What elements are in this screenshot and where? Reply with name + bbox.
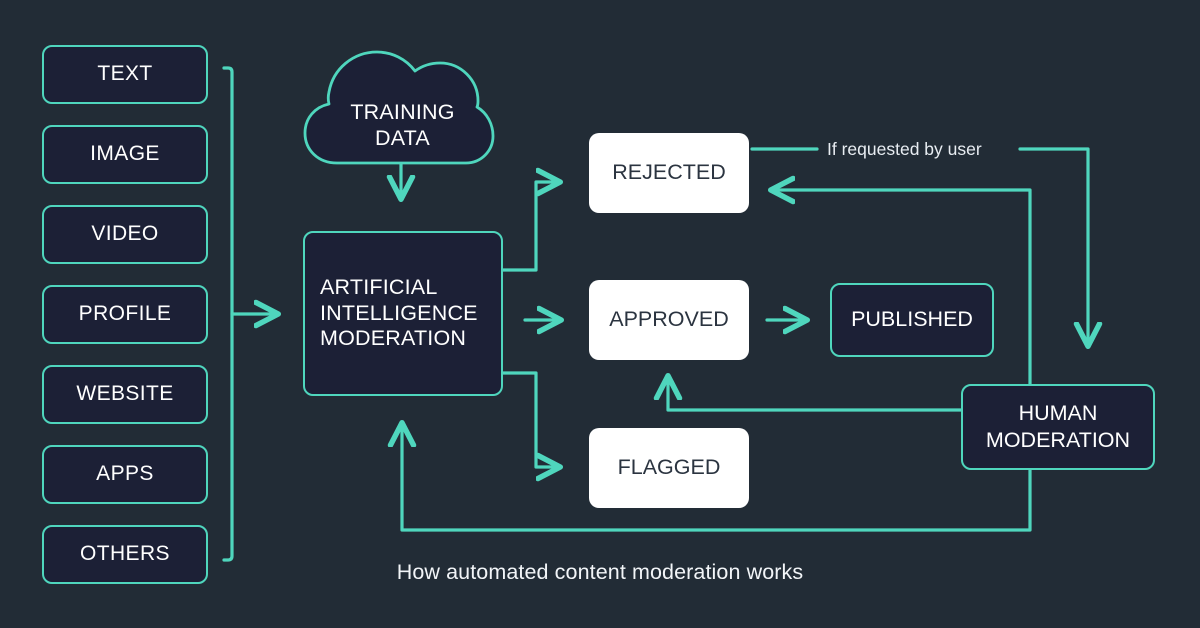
ai-moderation-line3: MODERATION (320, 326, 467, 351)
wire-ai-to-flagged (501, 371, 559, 467)
input-label: WEBSITE (76, 382, 174, 406)
input-label: PROFILE (78, 302, 172, 326)
training-data-line1: TRAINING (350, 100, 455, 124)
ai-moderation-line1: ARTIFICIAL (320, 275, 438, 300)
inputs-bracket-wire (222, 66, 277, 562)
input-box-profile[interactable]: PROFILE (42, 285, 208, 344)
input-label: VIDEO (91, 222, 159, 246)
published-node[interactable]: PUBLISHED (830, 283, 994, 357)
human-moderation-node[interactable]: HUMAN MODERATION (961, 384, 1155, 470)
input-box-apps[interactable]: APPS (42, 445, 208, 504)
diagram-caption: How automated content moderation works (396, 560, 804, 584)
approved-node[interactable]: APPROVED (589, 280, 749, 360)
input-box-text[interactable]: TEXT (42, 45, 208, 104)
input-label: APPS (96, 462, 154, 486)
input-label: TEXT (97, 62, 153, 86)
ai-moderation-line2: INTELLIGENCE (320, 300, 478, 325)
rejected-label: REJECTED (612, 160, 726, 185)
training-data-line2: DATA (375, 125, 430, 150)
human-moderation-line1: HUMAN (1018, 401, 1098, 426)
published-label: PUBLISHED (851, 307, 973, 332)
input-label: OTHERS (80, 542, 170, 566)
input-box-video[interactable]: VIDEO (42, 205, 208, 264)
edge-label-if-requested: If requested by user (827, 139, 982, 159)
approved-label: APPROVED (609, 307, 729, 332)
flagged-label: FLAGGED (617, 455, 721, 480)
rejected-node[interactable]: REJECTED (589, 133, 749, 213)
input-label: IMAGE (90, 142, 160, 166)
input-box-image[interactable]: IMAGE (42, 125, 208, 184)
ai-moderation-node[interactable]: ARTIFICIAL INTELLIGENCE MODERATION (303, 231, 503, 396)
flagged-node[interactable]: FLAGGED (589, 428, 749, 508)
wire-human-to-approved (668, 377, 963, 412)
input-box-website[interactable]: WEBSITE (42, 365, 208, 424)
input-box-others[interactable]: OTHERS (42, 525, 208, 584)
wire-ai-to-rejected (501, 182, 559, 272)
training-data-label: TRAINING DATA (305, 100, 500, 152)
human-moderation-line2: MODERATION (985, 428, 1131, 452)
training-data-node[interactable]: TRAINING DATA (305, 42, 500, 167)
